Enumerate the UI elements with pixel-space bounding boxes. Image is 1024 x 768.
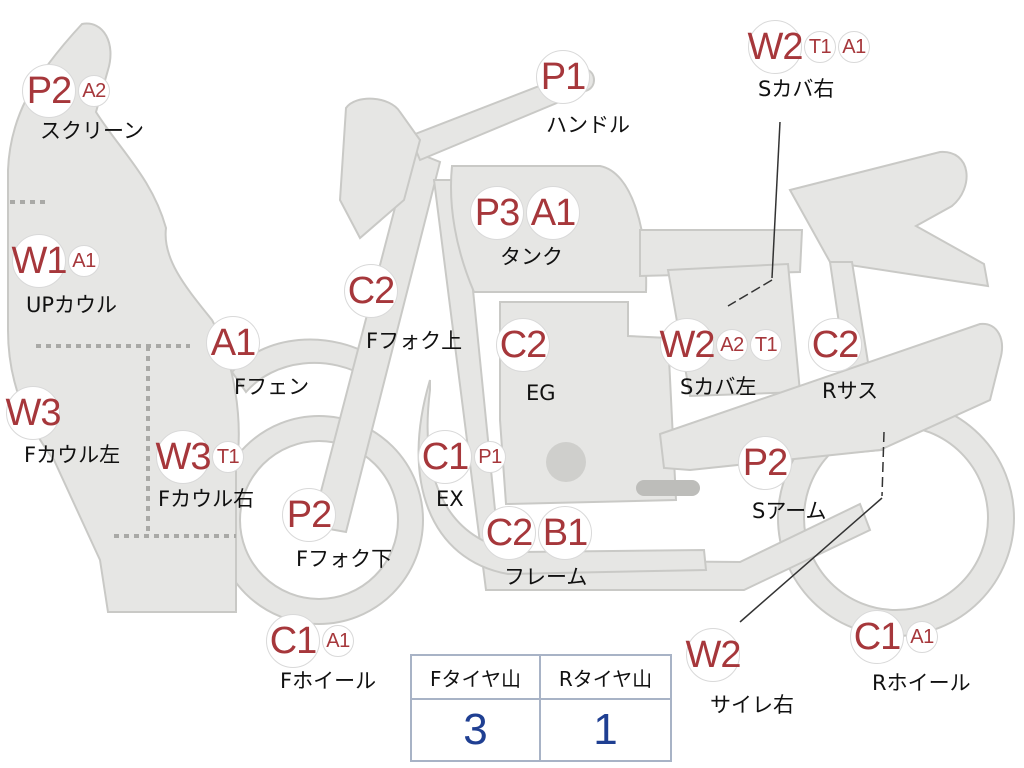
- damage-code-badge: C2: [482, 506, 536, 560]
- damage-code-badge: W2: [686, 628, 742, 682]
- rear-tire-tread-value: 1: [541, 700, 670, 760]
- damage-code-badge: C2: [344, 264, 398, 318]
- part-label: ハンドル: [546, 113, 630, 137]
- front-fork-shape: [310, 148, 442, 534]
- damage-code-badge: C1: [266, 614, 320, 668]
- leader-line: [771, 121, 781, 279]
- damage-code-badge: W3: [156, 430, 212, 484]
- front-tire-tread-header: Fタイヤ山: [412, 656, 541, 700]
- damage-code-badge: C1: [418, 430, 472, 484]
- part-label: サイレ右: [710, 693, 794, 717]
- part-label: Rサス: [822, 379, 879, 403]
- engine-case-detail: [546, 442, 586, 482]
- part-label: Fカウル右: [158, 487, 255, 511]
- callout-r-wheel[interactable]: C1 A1 Rホイール: [850, 610, 971, 695]
- callout-cowl-left[interactable]: W3 Fカウル左: [6, 386, 120, 467]
- damage-code-badge: P2: [282, 488, 336, 542]
- callout-tank[interactable]: P3 A1 タンク: [470, 186, 580, 269]
- part-label: Fフォク下: [296, 547, 393, 571]
- callout-side-cover-left[interactable]: W2 A2 T1 Sカバ左: [660, 318, 782, 399]
- part-label: EX: [436, 487, 464, 511]
- damage-code-badge: A1: [322, 625, 354, 657]
- callout-cowl-right[interactable]: W3 T1 Fカウル右: [156, 430, 254, 511]
- callout-screen[interactable]: P2 A2 スクリーン: [22, 64, 144, 143]
- callout-handle[interactable]: P1 ハンドル: [536, 50, 630, 137]
- meter-shape: [338, 97, 422, 240]
- damage-code-badge: W2: [748, 20, 804, 74]
- part-label: Fホイール: [280, 669, 377, 693]
- callout-f-fender[interactable]: A1 Fフェン: [206, 316, 309, 399]
- damage-code-badge: A2: [716, 329, 748, 361]
- callout-side-cover-right[interactable]: W2 T1 A1 Sカバ右: [748, 20, 870, 101]
- part-label: Fカウル左: [24, 443, 121, 467]
- damage-code-badge: W2: [660, 318, 716, 372]
- footpeg-detail: [636, 480, 700, 496]
- damage-code-badge: C2: [808, 318, 862, 372]
- part-label: タンク: [500, 245, 563, 269]
- callout-engine[interactable]: C2 EG: [496, 318, 556, 405]
- damage-code-badge: P3: [470, 186, 524, 240]
- part-label: Sカバ左: [680, 375, 757, 399]
- front-tire-tread-value: 3: [412, 700, 541, 760]
- frame-shape: [432, 179, 872, 591]
- damage-code-badge: A1: [206, 316, 260, 370]
- part-label: EG: [526, 381, 556, 405]
- rear-tire-tread-header: Rタイヤ山: [541, 656, 670, 700]
- damage-code-badge: T1: [804, 31, 836, 63]
- part-label: Sカバ右: [758, 77, 835, 101]
- damage-code-badge: P2: [22, 64, 76, 118]
- damage-code-badge: W3: [6, 386, 62, 440]
- part-label: Fフォク上: [366, 329, 463, 353]
- damage-code-badge: P2: [738, 436, 792, 490]
- tire-tread-table: Fタイヤ山 Rタイヤ山 3 1: [410, 654, 672, 762]
- damage-code-badge: A1: [68, 245, 100, 277]
- damage-code-badge: A1: [526, 186, 580, 240]
- callout-r-suspension[interactable]: C2 Rサス: [808, 318, 878, 403]
- damage-code-badge: A2: [78, 75, 110, 107]
- callout-frame[interactable]: C2 B1 フレーム: [482, 506, 592, 589]
- part-label: Sアーム: [752, 499, 827, 523]
- damage-code-badge: P1: [536, 50, 590, 104]
- front-wheel-shape: [213, 415, 425, 625]
- part-label: UPカウル: [26, 293, 118, 317]
- callout-f-fork-upper[interactable]: C2 Fフォク上: [344, 264, 462, 353]
- damage-code-badge: A1: [838, 31, 870, 63]
- tail-cowl-shape: [788, 150, 990, 288]
- part-label: Fフェン: [234, 375, 310, 399]
- callout-silencer-right[interactable]: W2 サイレ右: [686, 628, 794, 717]
- swing-arm-shape: [658, 322, 1003, 472]
- callout-f-wheel[interactable]: C1 A1 Fホイール: [266, 614, 376, 693]
- callout-swing-arm[interactable]: P2 Sアーム: [738, 436, 826, 523]
- leader-line: [881, 431, 885, 497]
- damage-code-badge: B1: [538, 506, 592, 560]
- damage-code-badge: T1: [212, 441, 244, 473]
- damage-code-badge: P1: [474, 441, 506, 473]
- part-label: Rホイール: [872, 671, 971, 695]
- damage-code-badge: C2: [496, 318, 550, 372]
- damage-code-badge: A1: [906, 621, 938, 653]
- damage-code-badge: W1: [12, 234, 68, 288]
- part-label: フレーム: [504, 565, 588, 589]
- leader-line: [739, 497, 883, 623]
- part-label: スクリーン: [40, 119, 144, 143]
- callout-up-cowl[interactable]: W1 A1 UPカウル: [12, 234, 117, 317]
- callout-exhaust[interactable]: C1 P1 EX: [418, 430, 506, 511]
- leader-line: [727, 279, 773, 307]
- damage-code-badge: T1: [750, 329, 782, 361]
- callout-f-fork-lower[interactable]: P2 Fフォク下: [282, 488, 392, 571]
- damage-code-badge: C1: [850, 610, 904, 664]
